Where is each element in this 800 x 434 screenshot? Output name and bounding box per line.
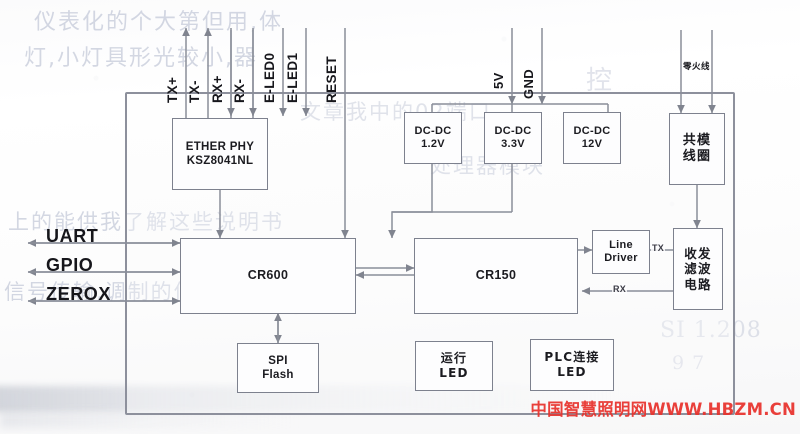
block-line-driver: Line Driver — [592, 230, 650, 274]
block-run-led: 运行 LED — [415, 341, 493, 391]
block-dcdc-3v3-line2: 3.3V — [501, 138, 525, 150]
block-cr150: CR150 — [414, 238, 578, 314]
block-dcdc-12v: DC-DC 12V — [563, 112, 621, 164]
block-dcdc-12v-line2: 12V — [581, 138, 603, 150]
block-spi-flash-line1: SPI — [268, 354, 288, 367]
block-cr150-label: CR150 — [475, 268, 517, 283]
wire-label-tx: TX — [651, 243, 666, 253]
block-dcdc-3v3-line1: DC-DC — [494, 124, 532, 137]
port-label-gnd: GND — [521, 68, 536, 99]
block-transceiver-filter-line3: 电路 — [684, 276, 712, 292]
block-common-mode-coil-line2: 线圈 — [682, 149, 712, 164]
port-label-rx-minus: RX- — [232, 78, 247, 103]
wire-label-rx: RX — [612, 284, 628, 294]
bus-label-zerox: ZEROX — [46, 284, 112, 304]
block-ether-phy-line2: KSZ8041NL — [186, 155, 254, 167]
block-plc-link-led: PLC连接 LED — [530, 339, 614, 391]
block-transceiver-filter: 收发 滤波 电路 — [673, 228, 723, 310]
block-spi-flash: SPI Flash — [237, 343, 319, 393]
block-common-mode-coil-line1: 共模 — [682, 133, 712, 149]
block-transceiver-filter-line2: 滤波 — [684, 261, 712, 277]
block-dcdc-12v-line1: DC-DC — [573, 124, 611, 137]
block-plc-link-led-line2: LED — [557, 365, 587, 379]
port-label-rx-plus: RX+ — [210, 75, 225, 103]
site-watermark: 中国智慧照明网WWW.HBZM.CN — [530, 400, 796, 419]
block-dcdc-3v3: DC-DC 3.3V — [484, 112, 542, 164]
block-cr600: CR600 — [180, 238, 356, 314]
block-dcdc-1v2-line2: 1.2V — [421, 138, 445, 150]
block-ether-phy-line1: ETHER PHY — [185, 140, 255, 153]
port-label-mains: 零火线 — [683, 62, 711, 72]
block-dcdc-1v2: DC-DC 1.2V — [404, 112, 462, 164]
port-label-tx-minus: TX- — [187, 80, 202, 103]
block-run-led-line2: LED — [439, 366, 469, 380]
bus-label-uart: UART — [46, 226, 99, 246]
block-cr600-label: CR600 — [247, 268, 289, 283]
block-ether-phy: ETHER PHY KSZ8041NL — [172, 118, 268, 190]
port-label-e-led0: E-LED0 — [262, 52, 277, 103]
port-label-5v: 5V — [491, 72, 506, 89]
port-label-tx-plus: TX+ — [165, 76, 180, 103]
block-dcdc-1v2-line1: DC-DC — [414, 124, 452, 137]
block-transceiver-filter-line1: 收发 — [684, 246, 712, 262]
block-line-driver-line1: Line — [609, 238, 633, 251]
bus-label-gpio: GPIO — [46, 255, 94, 275]
block-line-driver-line2: Driver — [604, 252, 638, 264]
block-run-led-line1: 运行 — [440, 351, 468, 366]
block-common-mode-coil: 共模 线圈 — [669, 113, 725, 185]
port-label-reset: RESET — [324, 55, 339, 103]
port-label-e-led1: E-LED1 — [285, 52, 300, 103]
block-plc-link-led-line1: PLC连接 — [544, 350, 600, 365]
block-spi-flash-line2: Flash — [262, 369, 294, 381]
